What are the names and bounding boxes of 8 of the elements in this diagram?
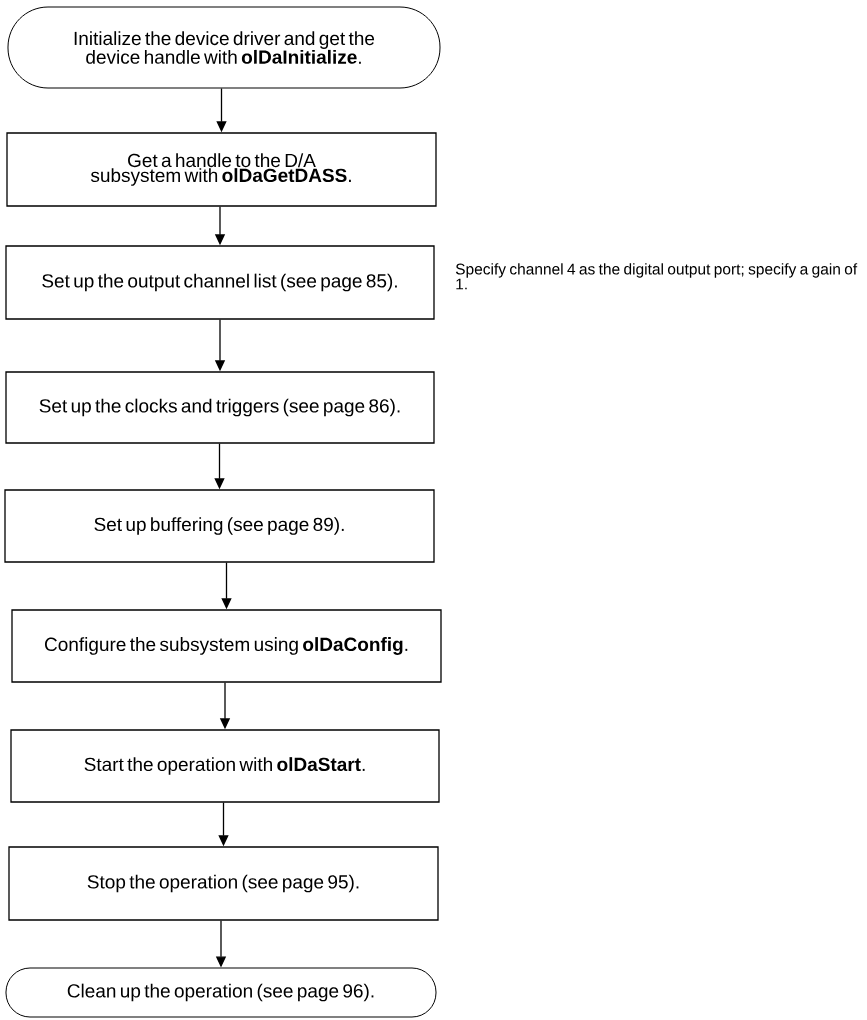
process-box: Stop the operation (see page 95). [8,846,439,921]
process-box: Start the operation with olDaStart. [10,729,440,803]
note-text: Specify channel 4 as the digital output port; specify a gain of 1. [455,263,858,290]
process-box: Set up buffering (see page 89). [4,489,435,563]
process-box: Get a handle to the D/A subsystem with olDaGetDASS. [6,132,437,207]
process-box: Configure the subsystem using olDaConfig. [11,609,442,683]
process-box: Set up the clocks and triggers (see page 86). [5,371,435,444]
process-box: Set up the output channel list (see page 85). [5,245,435,320]
